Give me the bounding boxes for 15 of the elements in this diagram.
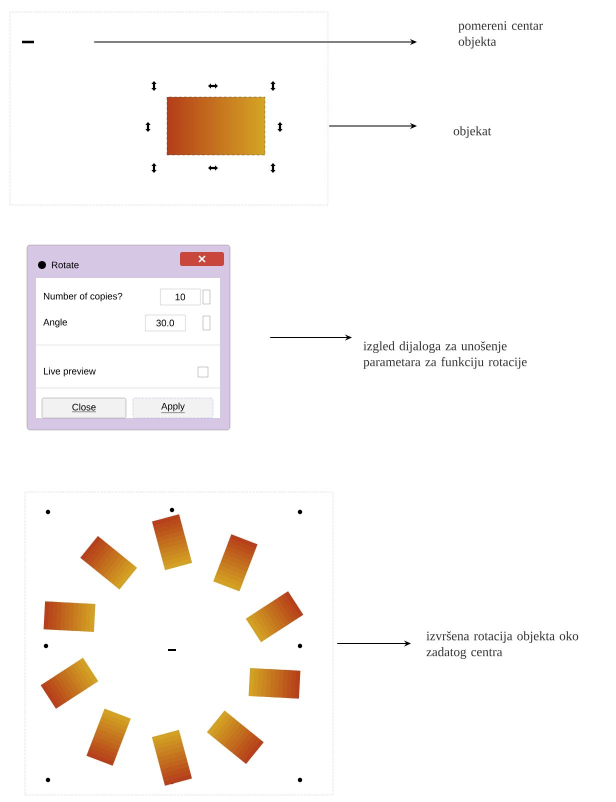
apply-button: Apply <box>132 398 214 418</box>
label-text: pomereni centar objekta <box>458 21 543 48</box>
canvas-frame <box>24 492 334 796</box>
gradient-rectangle <box>166 96 266 156</box>
label-text: objekat <box>454 126 492 138</box>
dialog-title: Rotate <box>52 262 79 268</box>
label-text: izgled dijaloga za unošenje parametara za funkciju rotacije <box>363 341 527 369</box>
close-button: Close <box>42 398 126 418</box>
input-field: 30.0 <box>145 314 186 332</box>
center-marker <box>22 40 34 44</box>
label-text: izvršena rotacija objekta oko zadatog centra <box>426 631 578 659</box>
input-field: 10 <box>160 288 200 306</box>
field-label: Angle <box>43 318 67 328</box>
checkbox-label: Live preview <box>44 368 96 376</box>
field-label: Number of copies? <box>44 292 122 302</box>
